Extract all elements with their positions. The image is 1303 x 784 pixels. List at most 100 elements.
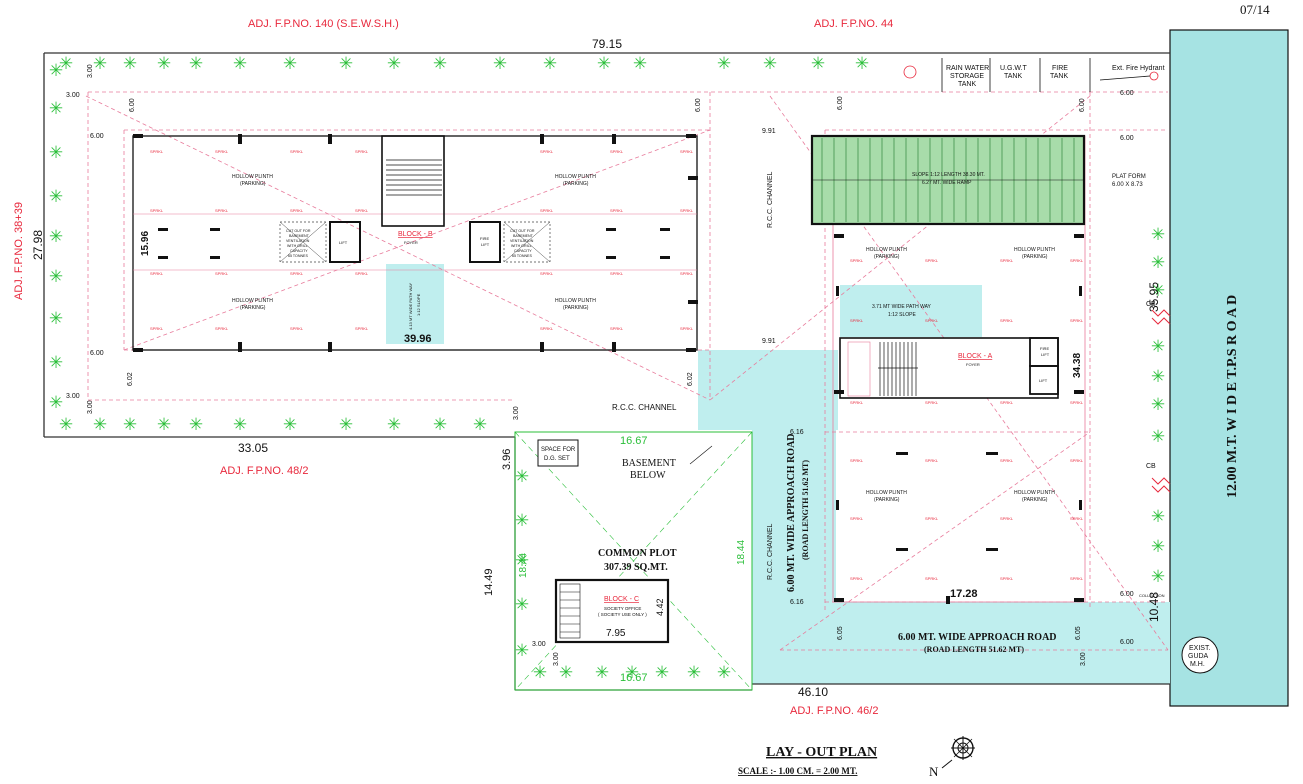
tree-icon: ✳	[1151, 225, 1165, 245]
tps-road	[1169, 29, 1289, 707]
exist-gutter-manhole-icon	[1181, 636, 1219, 674]
sprinkler-label: SPRKL	[925, 258, 939, 263]
sprinkler-label: SPRKL	[215, 326, 229, 331]
tree-icon: ✳	[387, 415, 401, 435]
rcc-channel-label-c: R.C.C. CHANNEL	[767, 523, 774, 580]
block-a-ramp-2: 6.27 MT. WIDE RAMP	[922, 180, 972, 186]
fire-tank-label-2: TANK	[1050, 73, 1068, 80]
tree-icon: ✳	[763, 54, 777, 74]
tree-icon: ✳	[233, 415, 247, 435]
tree-icon: ✳	[157, 415, 171, 435]
tree-icon: ✳	[811, 54, 825, 74]
sprinkler-label: SPRKL	[150, 326, 164, 331]
margin-3-d: 3.00	[87, 64, 94, 78]
dimension-block-b-width: 39.96	[404, 333, 432, 345]
path-way-a-paving	[840, 285, 982, 337]
sprinkler-label: SPRKL	[1000, 400, 1014, 405]
tree-icon: ✳	[49, 187, 63, 207]
tree-icon: ✳	[655, 663, 669, 683]
block-b-parking-bl-1: HOLLOW PLINTH	[232, 298, 273, 304]
block-a-path-way-2: 1:12 SLOPE	[888, 312, 916, 318]
tree-icon: ✳	[283, 415, 297, 435]
tree-icon: ✳	[49, 353, 63, 373]
tree-icon: ✳	[1151, 253, 1165, 273]
sprinkler-label: SPRKL	[540, 271, 554, 276]
north-label: N	[929, 764, 939, 779]
compass-rose-icon	[951, 736, 975, 760]
tree-icon: ✳	[717, 54, 731, 74]
block-b-cutout-b-6: 65 TONNES	[512, 254, 532, 258]
sprinkler-label: SPRKL	[1000, 516, 1014, 521]
tree-icon: ✳	[515, 595, 529, 615]
block-b-parking-tr-1: HOLLOW PLINTH	[555, 174, 596, 180]
dimension-right-upper: 35.95	[1147, 282, 1161, 312]
margin-6-f: 6.00	[1120, 639, 1134, 646]
sprinkler-label: SPRKL	[215, 271, 229, 276]
tree-icon: ✳	[433, 415, 447, 435]
sheet-scale: SCALE :- 1.00 CM. = 2.00 MT.	[738, 766, 857, 776]
sprinkler-label: SPRKL	[610, 208, 624, 213]
tree-icon: ✳	[515, 641, 529, 661]
margin-3-e: 3.00	[87, 400, 94, 414]
collection-label: COLLECTION	[1139, 593, 1165, 598]
boundary-label-bottom-left: ADJ. F.P.NO. 48/2	[220, 465, 308, 477]
dimension-block-c-height: 4.42	[655, 598, 665, 616]
tps-road-label: 12.00 M.T. W I D E T.P.S R O A D	[1225, 295, 1240, 498]
sprinkler-markers: SPRKL SPRKL SPRKL SPRKL SPRKL SPRKL SPRKL SPRKL…	[150, 149, 1084, 581]
block-a	[810, 134, 1086, 604]
dimension-common-width-top: 16.67	[620, 435, 648, 447]
tree-icon: ✳	[49, 227, 63, 247]
exist-mh-3: M.H.	[1190, 661, 1205, 668]
fire-tank-label-1: FIRE	[1052, 65, 1068, 72]
approach-road-horizontal: 6.00 MT. WIDE APPROACH ROAD	[898, 632, 1057, 643]
sprinkler-label: SPRKL	[290, 149, 304, 154]
catch-basin-label-b: CB	[1146, 463, 1156, 470]
sheet-number: 07/14	[1240, 2, 1270, 17]
sprinkler-label: SPRKL	[355, 326, 369, 331]
block-b-parking-tr-2: (PARKING)	[563, 181, 589, 187]
rainwater-tank-label-1: RAIN WATER	[946, 65, 989, 72]
rainwater-tank-label-2: STORAGE	[950, 73, 984, 80]
tree-icon: ✳	[1151, 395, 1165, 415]
sprinkler-label: SPRKL	[290, 326, 304, 331]
tree-icon: ✳	[1151, 567, 1165, 587]
ugwt-tank-label-1: U.G.W.T	[1000, 65, 1028, 72]
tree-icon: ✳	[1151, 427, 1165, 447]
sprinkler-label: SPRKL	[355, 208, 369, 213]
society-office-2: ( SOCIETY USE ONLY )	[598, 612, 647, 617]
tree-icon: ✳	[93, 415, 107, 435]
block-b-cutout-a-4: WITH GRILL	[287, 244, 308, 248]
service-tanks	[903, 58, 1159, 92]
tree-icon: ✳	[493, 54, 507, 74]
catch-basin-marks	[1151, 309, 1171, 493]
boundary-label-bottom-right: ADJ. F.P.NO. 46/2	[790, 705, 878, 717]
block-b-cutout-a-6: 65 TONNES	[288, 254, 308, 258]
block-b-cutout-a-1: CUT OUT FOR	[286, 229, 311, 233]
block-b-parking-tl-2: (PARKING)	[240, 181, 266, 187]
sprinkler-label: SPRKL	[680, 208, 694, 213]
margin-6-h: 6.00	[695, 98, 702, 112]
boundary-label-top-right: ADJ. F.P.NO. 44	[814, 18, 893, 30]
basement-label-1: BASEMENT	[622, 458, 676, 469]
margin-3-f: 3.00	[513, 406, 520, 420]
tree-icon: ✳	[855, 54, 869, 74]
tree-icon: ✳	[717, 663, 731, 683]
block-a-ramp-1: SLOPE 1:12 LENGTH 38.30 MT.	[912, 172, 985, 178]
tree-icon: ✳	[515, 467, 529, 487]
margin-605-b: 6.05	[1075, 626, 1082, 640]
sprinkler-label: SPRKL	[925, 318, 939, 323]
platform-label-1: PLAT FORM	[1112, 174, 1146, 180]
sprinkler-label: SPRKL	[540, 326, 554, 331]
block-b-parking-bl-2: (PARKING)	[240, 305, 266, 311]
margin-616-b: 6.16	[790, 599, 804, 606]
exist-mh-2: GUDA	[1188, 653, 1209, 660]
tree-icon: ✳	[123, 54, 137, 74]
block-a-lift: LIFT	[1039, 378, 1048, 383]
tree-icon: ✳	[59, 54, 73, 74]
block-b-parking-br-2: (PARKING)	[563, 305, 589, 311]
block-c-title: BLOCK - C	[604, 596, 639, 603]
sprinkler-label: SPRKL	[540, 208, 554, 213]
sprinkler-label: SPRKL	[850, 458, 864, 463]
block-b-parking-tl-1: HOLLOW PLINTH	[232, 174, 273, 180]
tree-icon: ✳	[1151, 367, 1165, 387]
